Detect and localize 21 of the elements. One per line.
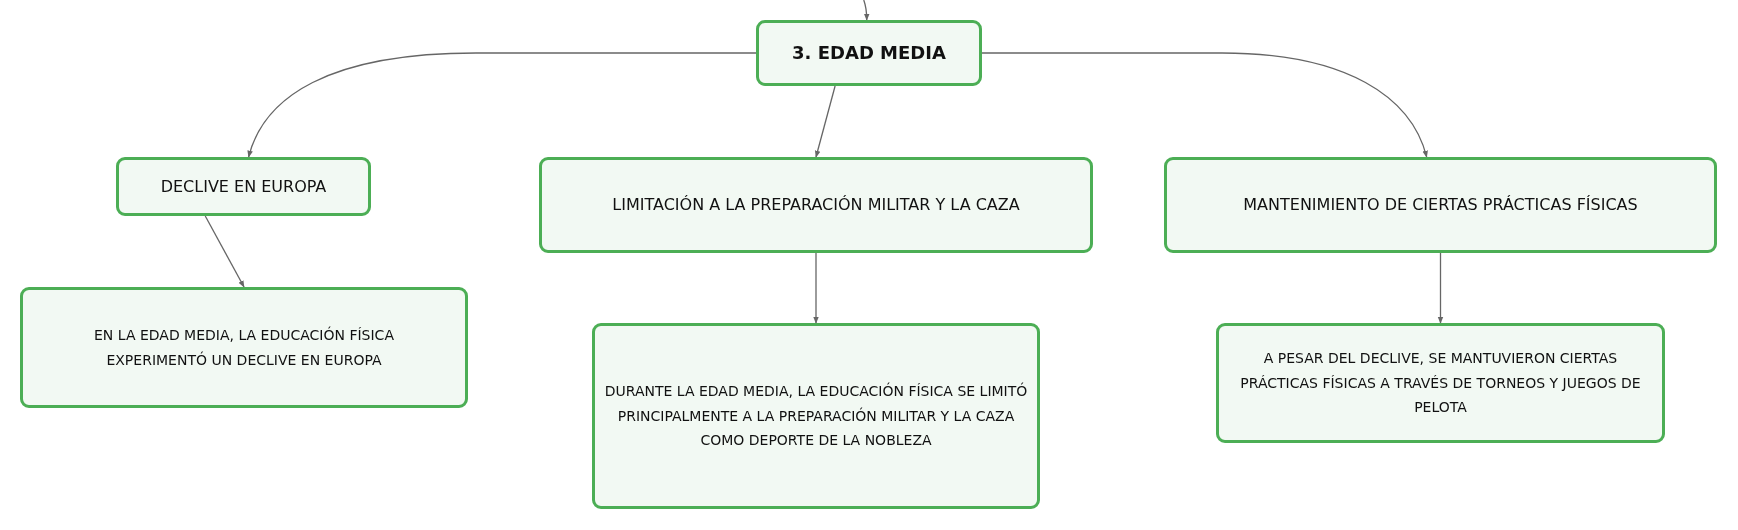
node-text: LIMITACIÓN A LA PREPARACIÓN MILITAR Y LA CAZA xyxy=(612,194,1020,216)
node-text: DECLIVE EN EUROPA xyxy=(160,175,327,198)
concept-box xyxy=(1164,157,1717,253)
concept-box xyxy=(592,323,1040,509)
topic-title: 3. EDAD MEDIA xyxy=(792,41,946,66)
node-text: A PESAR DEL DECLIVE, SE MANTUVIERON CIERTAS PRÁCTICAS FÍSICAS A TRAVÉS DE TORNEOS Y JUEGOS DE PELOTA xyxy=(1239,349,1642,418)
node-text: DURANTE LA EDAD MEDIA, LA EDUCACIÓN FÍSICA SE LIMITÓ PRINCIPALMENTE A LA PREPARACIÓN MILITAR Y LA CAZA COMO DEPORTE DE LA NOBLEZA xyxy=(603,381,1029,451)
connector-arrow xyxy=(204,215,245,288)
topic-box xyxy=(756,20,982,86)
node-text: MANTENIMIENTO DE CIERTAS PRÁCTICAS FÍSICAS xyxy=(1243,194,1638,216)
connector-arrow xyxy=(981,52,1428,158)
concept-box xyxy=(116,157,371,216)
connector-arrow xyxy=(863,0,870,21)
concept-box xyxy=(1216,323,1665,443)
concept-box xyxy=(539,157,1093,253)
concept-box xyxy=(20,287,468,408)
connector-arrow xyxy=(247,52,757,158)
connector-arrow xyxy=(813,252,819,324)
connector-arrow xyxy=(1437,252,1444,324)
node-text: EN LA EDAD MEDIA, LA EDUCACIÓN FÍSICA EXPERIMENTÓ UN DECLIVE EN EUROPA xyxy=(93,325,395,370)
connector-arrow xyxy=(814,85,836,158)
